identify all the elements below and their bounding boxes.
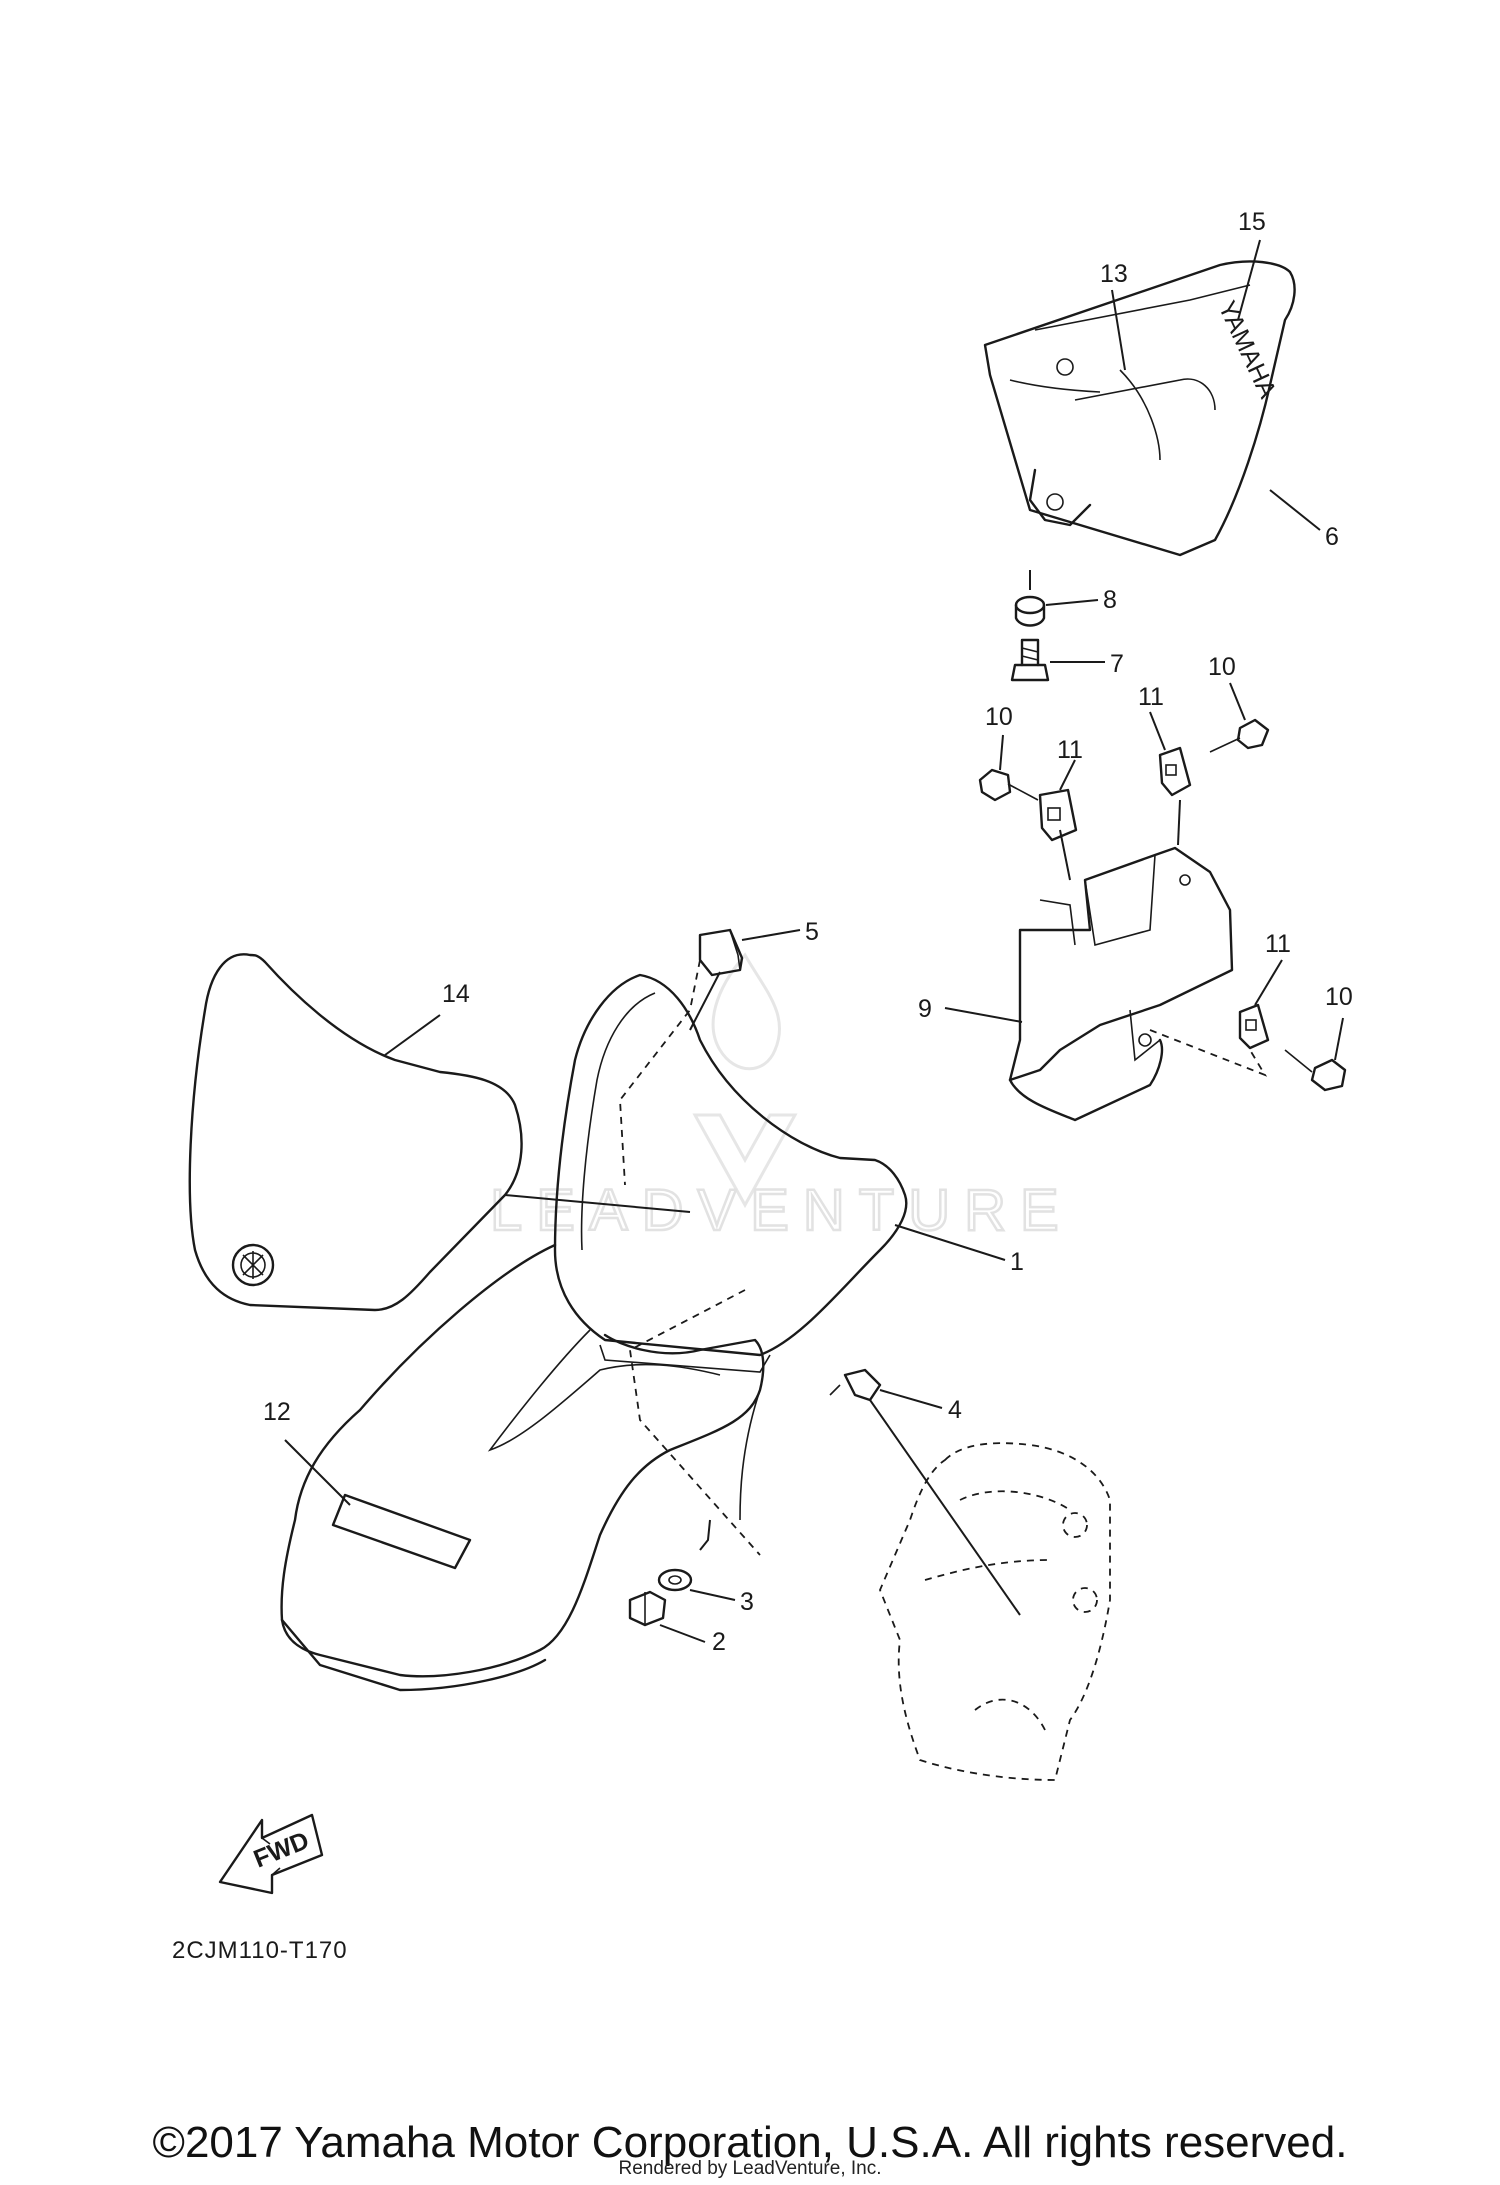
part-11-nut-right [1158, 746, 1192, 797]
leader-lines [284, 239, 1344, 1643]
watermark: LEADVENTURE [489, 952, 1073, 1244]
callout-2[interactable]: 2 [712, 1628, 726, 1656]
part-front-number-plate [553, 973, 908, 1373]
callout-11c[interactable]: 11 [1265, 930, 1291, 958]
watermark-flame-icon [711, 952, 781, 1071]
callout-9[interactable]: 9 [918, 995, 932, 1023]
forward-arrow[interactable]: FWD [218, 1813, 324, 1895]
callout-6[interactable]: 6 [1325, 523, 1339, 551]
frame-phantom [879, 1442, 1111, 1781]
rendered-by-credit: Rendered by LeadVenture, Inc. [618, 2158, 882, 2179]
part-10-bolt-right [1209, 718, 1270, 753]
callout-labels: 1 2 3 4 5 6 7 8 9 10 10 10 11 11 11 12 1… [263, 208, 1353, 1656]
part-seat: YAMAHA [983, 260, 1296, 557]
callout-8[interactable]: 8 [1103, 586, 1117, 614]
callout-12[interactable]: 12 [263, 1398, 291, 1426]
callout-5[interactable]: 5 [805, 918, 819, 946]
callout-7[interactable]: 7 [1110, 650, 1124, 678]
part-2-bolt [628, 1590, 667, 1627]
watermark-text: LEADVENTURE [490, 1178, 1073, 1243]
watermark-v-icon [692, 1113, 798, 1209]
part-seat-bracket [1008, 799, 1268, 1122]
callout-1[interactable]: 1 [1010, 1248, 1024, 1276]
yamaha-tuning-fork-icon [231, 1243, 275, 1287]
part-front-fender [280, 959, 765, 1692]
callout-14[interactable]: 14 [442, 980, 470, 1008]
part-side-decal [188, 953, 523, 1312]
part-5-clip [698, 928, 744, 977]
callout-3[interactable]: 3 [740, 1588, 754, 1616]
fwd-label: FWD [250, 1826, 313, 1873]
callout-15[interactable]: 15 [1238, 208, 1266, 236]
copyright-notice: ©2017 Yamaha Motor Corporation, U.S.A. A… [152, 2118, 1348, 2167]
part-11-nut-lower [1238, 1003, 1270, 1050]
diagram-code: 2CJM110-T170 [172, 1937, 348, 1964]
part-8-collar [1014, 570, 1046, 627]
callout-10c[interactable]: 10 [1325, 983, 1353, 1011]
part-4-clip [829, 1368, 882, 1402]
callout-10b[interactable]: 10 [1208, 653, 1236, 681]
part-7-bolt [1010, 638, 1050, 682]
part-11-nut-left [1038, 788, 1078, 842]
callout-10a[interactable]: 10 [985, 703, 1013, 731]
callout-4[interactable]: 4 [948, 1396, 962, 1424]
part-10-bolt-lower [1284, 1049, 1347, 1092]
seat-brand-text: YAMAHA [1213, 297, 1282, 403]
part-3-washer [657, 1519, 711, 1592]
callout-13[interactable]: 13 [1100, 260, 1128, 288]
callout-11b[interactable]: 11 [1138, 683, 1164, 711]
callout-11a[interactable]: 11 [1057, 736, 1083, 764]
part-10-bolt-left [978, 768, 1039, 802]
